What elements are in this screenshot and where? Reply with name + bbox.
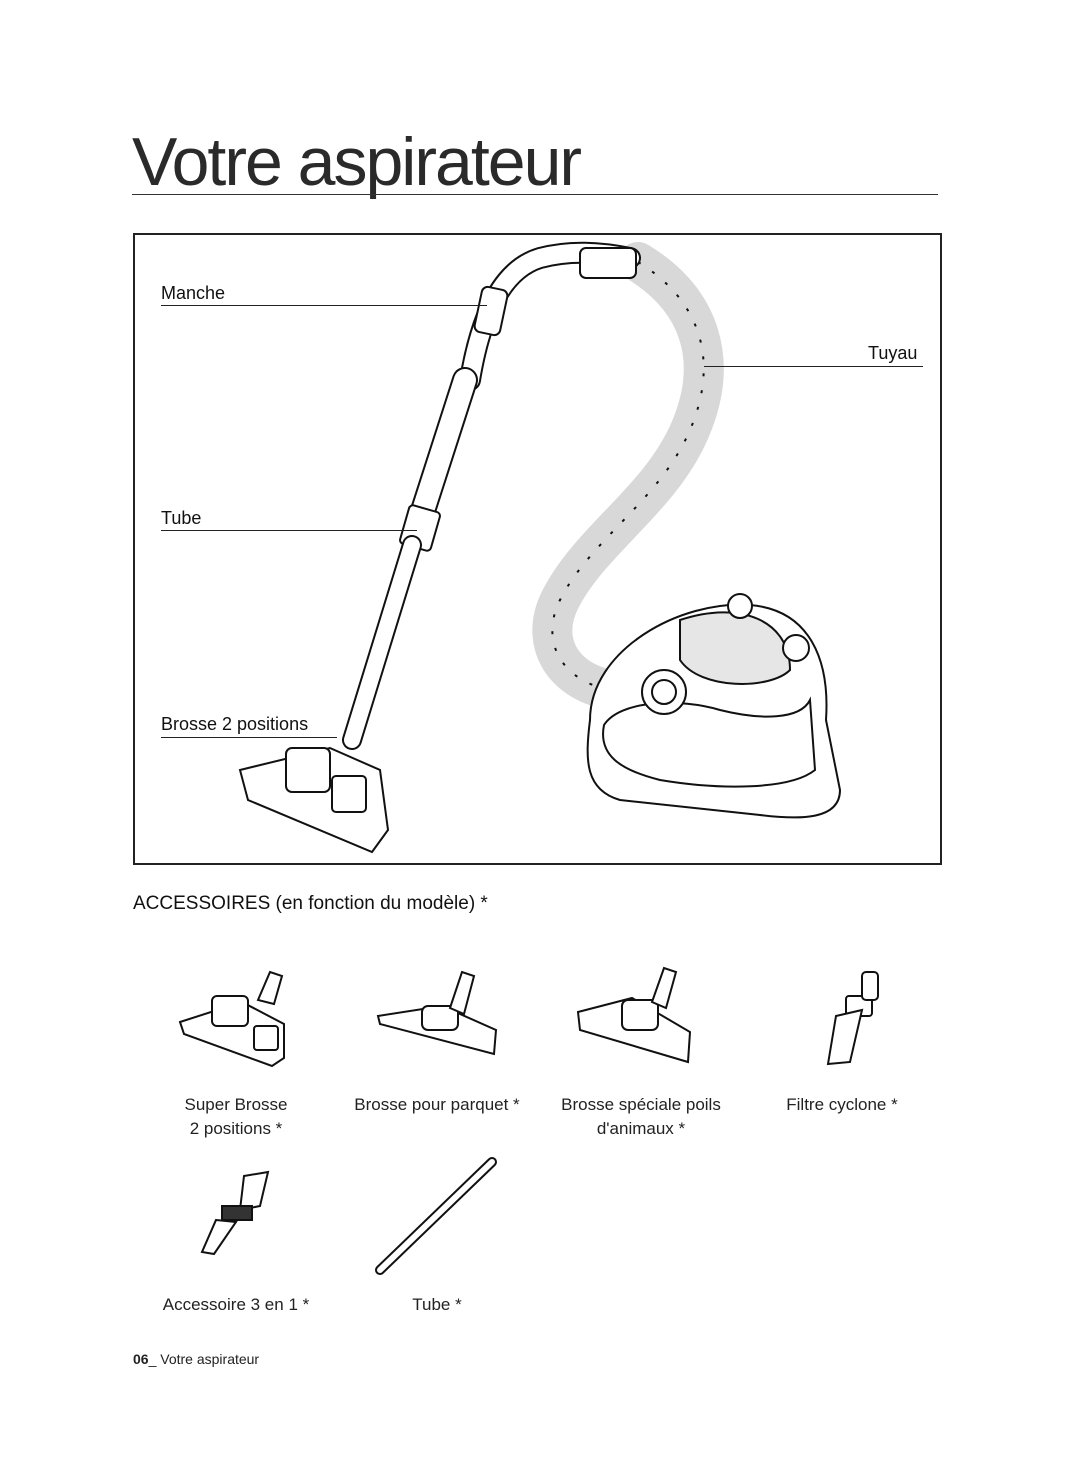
accessory-line1: Brosse pour parquet *	[354, 1095, 520, 1114]
label-hose: Tuyau	[868, 343, 918, 363]
pet-hair-brush-icon	[576, 966, 692, 1064]
accessories-heading: ACCESSOIRES (en fonction du modèle) *	[133, 893, 488, 914]
accessory-label: Brosse spéciale poils d'animaux *	[548, 1093, 734, 1141]
floor-brush-icon	[238, 746, 390, 854]
leader-brush	[161, 737, 337, 738]
label-tube: Tube	[161, 508, 202, 528]
leader-handle	[161, 305, 487, 306]
super-brush-icon	[178, 970, 285, 1068]
accessory-label: Accessoire 3 en 1 *	[146, 1293, 326, 1317]
footer-section: Votre aspirateur	[156, 1351, 260, 1367]
accessory-line1: Accessoire 3 en 1 *	[162, 1295, 310, 1314]
accessory-label: Filtre cyclone *	[772, 1093, 912, 1117]
extension-tube-icon	[375, 1157, 497, 1275]
accessory-line2: d'animaux *	[596, 1119, 686, 1138]
page-footer: 06_ Votre aspirateur	[133, 1351, 259, 1367]
label-brush: Brosse 2 positions	[161, 714, 309, 734]
accessory-label: Super Brosse 2 positions *	[160, 1093, 312, 1141]
parquet-brush-icon	[376, 970, 498, 1056]
title-rule	[132, 194, 938, 195]
vacuum-diagram-frame	[133, 233, 942, 865]
leader-hose	[704, 366, 923, 367]
accessory-line1: Filtre cyclone *	[786, 1095, 898, 1114]
hose-icon	[532, 242, 724, 710]
page-number: 06	[133, 1351, 149, 1367]
accessory-line1: Super Brosse	[184, 1095, 288, 1114]
footer-separator: _	[148, 1351, 157, 1367]
accessory-label: Tube *	[392, 1293, 482, 1317]
label-handle: Manche	[161, 283, 226, 303]
page-title: Votre aspirateur	[132, 124, 582, 200]
cyclone-filter-icon	[826, 971, 879, 1066]
accessory-line2: 2 positions *	[189, 1119, 283, 1138]
leader-tube	[161, 530, 417, 531]
accessory-line1: Brosse spéciale poils	[561, 1095, 721, 1114]
accessory-line1: Tube *	[412, 1295, 462, 1314]
accessory-label: Brosse pour parquet *	[342, 1093, 532, 1117]
three-in-one-tool-icon	[200, 1170, 270, 1256]
